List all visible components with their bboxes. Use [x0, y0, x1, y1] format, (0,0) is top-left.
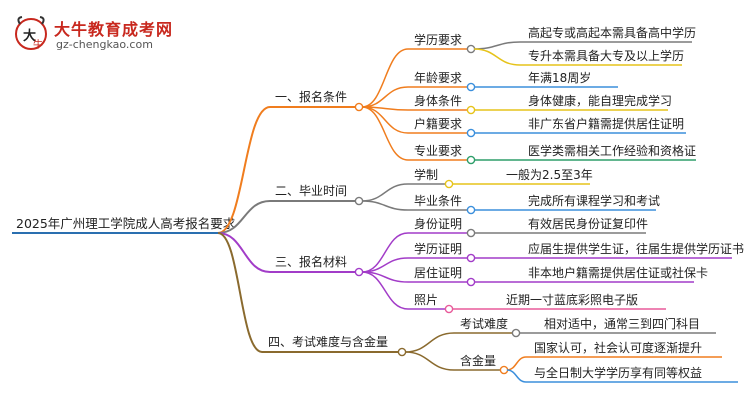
- child-node-1-3: [466, 105, 476, 115]
- branch-node-2: [354, 196, 364, 206]
- child-node-3-3: [466, 277, 476, 287]
- child-connector-3-4: [361, 271, 409, 310]
- leaf-connector-1-1-2: [473, 48, 521, 66]
- child-node-4-2: [499, 365, 509, 375]
- child-node-3-4: [444, 304, 454, 314]
- leaf-label-3-3-1: 非本地户籍需提供居住证或社保卡: [528, 265, 708, 280]
- child-node-3-1: [466, 228, 476, 238]
- child-node-1-1: [466, 44, 476, 54]
- svg-text:大: 大: [23, 28, 36, 44]
- child-node-1-2: [466, 82, 476, 92]
- child-label-4-2: 含金量: [460, 353, 496, 368]
- leaf-label-1-3-1: 身体健康，能自理完成学习: [528, 93, 672, 108]
- child-label-1-3: 身体条件: [414, 93, 462, 108]
- child-label-1-1: 学历要求: [414, 32, 462, 47]
- child-label-2-2: 毕业条件: [414, 194, 462, 208]
- leaf-connector-1-1-1: [473, 41, 521, 50]
- child-connector-4-2: [404, 351, 455, 371]
- child-label-1-2: 年龄要求: [414, 71, 462, 85]
- child-connector-3-1: [361, 232, 409, 273]
- child-label-1-4: 户籍要求: [414, 116, 462, 131]
- leaf-label-3-4-1: 近期一寸蓝底彩照电子版: [506, 292, 638, 307]
- leaf-label-2-2-1: 完成所有课程学习和考试: [528, 193, 660, 208]
- branch-node-1: [354, 102, 364, 112]
- branch-connector-2: [217, 200, 271, 234]
- branch-label-1: 一、报名条件: [275, 89, 347, 104]
- child-connector-2-1: [361, 183, 409, 202]
- leaf-label-1-1-2: 专升本需具备大专及以上学历: [528, 48, 684, 63]
- child-node-3-2: [466, 253, 476, 263]
- child-label-2-1: 学制: [414, 167, 438, 182]
- branch-connector-3: [217, 232, 271, 273]
- leaf-label-4-2-2: 与全日制大学学历享有同等权益: [534, 365, 702, 380]
- leaf-label-1-1-1: 高起专或高起本需具备高中学历: [528, 25, 696, 40]
- child-node-1-4: [466, 128, 476, 138]
- logo-url: gz-chengkao.com: [56, 38, 153, 51]
- child-label-4-1: 考试难度: [460, 316, 508, 331]
- root-label: 2025年广州理工学院成人高考报名要求: [16, 216, 236, 231]
- child-connector-4-1: [404, 332, 455, 353]
- leaf-connector-4-2-1: [506, 356, 527, 371]
- site-logo: 大 牛 大牛教育成考网 gz-chengkao.com: [12, 14, 212, 60]
- logo-title: 大牛教育成考网: [54, 20, 174, 39]
- child-connector-1-1: [361, 48, 409, 108]
- leaf-label-3-2-1: 应届生提供学生证，往届生提供学历证书: [528, 241, 744, 256]
- leaf-label-1-2-1: 年满18周岁: [528, 70, 591, 85]
- leaf-label-1-4-1: 非广东省户籍需提供居住证明: [528, 116, 684, 131]
- child-node-2-1: [444, 179, 454, 189]
- child-node-4-1: [511, 328, 521, 338]
- child-label-3-3: 居住证明: [414, 266, 462, 280]
- leaf-connector-4-2-2: [506, 369, 527, 383]
- svg-text:牛: 牛: [33, 38, 43, 51]
- branch-connector-1: [217, 106, 271, 234]
- leaf-label-4-1-1: 相对适中，通常三到四门科目: [544, 316, 700, 331]
- branch-node-4: [397, 347, 407, 357]
- leaf-label-4-2-1: 国家认可，社会认可度逐渐提升: [534, 340, 702, 355]
- child-connector-1-2: [361, 86, 409, 108]
- child-connector-2-2: [361, 200, 409, 211]
- child-connector-1-5: [361, 106, 409, 161]
- child-label-3-4: 照片: [414, 293, 438, 307]
- branch-label-4: 四、考试难度与含金量: [268, 334, 388, 349]
- branch-label-3: 三、报名材料: [275, 254, 347, 269]
- leaf-label-3-1-1: 有效居民身份证复印件: [528, 216, 648, 231]
- branch-label-2: 二、毕业时间: [275, 184, 347, 198]
- child-label-1-5: 专业要求: [414, 143, 462, 158]
- child-label-3-1: 身份证明: [414, 216, 462, 231]
- leaf-label-2-1-1: 一般为2.5至3年: [506, 167, 593, 182]
- bull-logo-icon: 大 牛: [15, 16, 47, 51]
- child-label-3-2: 学历证明: [414, 241, 462, 256]
- child-connector-1-4: [361, 106, 409, 134]
- branch-node-3: [354, 267, 364, 277]
- child-node-1-5: [466, 155, 476, 165]
- leaf-label-1-5-1: 医学类需相关工作经验和资格证: [528, 143, 696, 158]
- child-node-2-2: [466, 205, 476, 215]
- branch-connector-4: [217, 232, 263, 353]
